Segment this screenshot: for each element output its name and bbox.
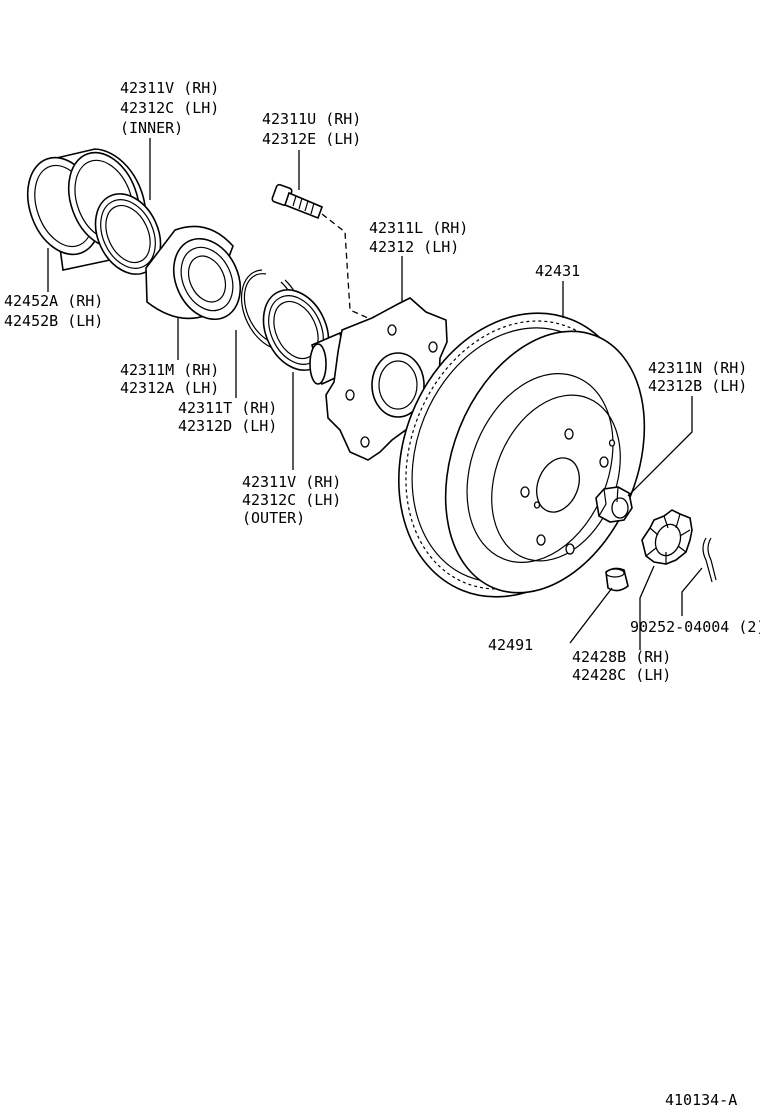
callout-hub-line1: 42311L (RH)	[369, 219, 468, 237]
callout-nut-line2: 42312B (LH)	[648, 377, 747, 395]
callout-grease-cap: 42491	[488, 636, 533, 654]
callout-nut: 42311N (RH) 42312B (LH)	[648, 359, 747, 395]
callout-dust-cover-line2: 42452B (LH)	[4, 312, 103, 330]
cotter-pin-part	[702, 537, 717, 583]
callout-bearing-outer-line3: (OUTER)	[242, 509, 305, 527]
callout-bearing-inner-line1: 42311V (RH)	[120, 79, 219, 97]
hub-bolt-part	[271, 183, 324, 220]
callout-cotter-pin: 90252-04004 (2)	[630, 618, 760, 636]
callout-bearing: 42311M (RH) 42312A (LH)	[120, 361, 219, 397]
callout-bolt: 42311U (RH) 42312E (LH)	[262, 110, 361, 148]
callout-lock-cap: 42428B (RH) 42428C (LH)	[572, 648, 671, 684]
callout-bearing-line1: 42311M (RH)	[120, 361, 219, 379]
callout-cotter-pin-line1: 90252-04004 (2)	[630, 618, 760, 636]
callout-hub: 42311L (RH) 42312 (LH)	[369, 219, 468, 256]
figure-id: 410134-A	[665, 1091, 737, 1109]
callout-bearing-outer-line2: 42312C (LH)	[242, 491, 341, 509]
callout-grease-cap-line1: 42491	[488, 636, 533, 654]
callout-bolt-line2: 42312E (LH)	[262, 130, 361, 148]
callout-lock-cap-line1: 42428B (RH)	[572, 648, 671, 666]
callout-bolt-line1: 42311U (RH)	[262, 110, 361, 128]
callout-snap-ring: 42311T (RH) 42312D (LH)	[178, 399, 277, 435]
callout-bearing-line2: 42312A (LH)	[120, 379, 219, 397]
hub-nut-part	[595, 486, 633, 523]
callout-bearing-outer-line1: 42311V (RH)	[242, 473, 341, 491]
leader-lines	[47, 138, 703, 650]
bearing-part	[145, 225, 242, 321]
bolt-path-dashed-line	[321, 213, 369, 319]
callout-dust-cover: 42452A (RH) 42452B (LH)	[4, 292, 103, 330]
callout-hub-line2: 42312 (LH)	[369, 238, 459, 256]
grease-cap-part	[605, 567, 629, 592]
lock-cap-part	[641, 509, 693, 565]
callout-rotor: 42431	[535, 262, 580, 280]
callout-bearing-inner-line3: (INNER)	[120, 119, 183, 137]
disc-rotor-part	[398, 312, 646, 598]
callout-bearing-inner: 42311V (RH) 42312C (LH) (INNER)	[120, 79, 219, 137]
callout-dust-cover-line1: 42452A (RH)	[4, 292, 103, 310]
callout-nut-line1: 42311N (RH)	[648, 359, 747, 377]
callout-rotor-line1: 42431	[535, 262, 580, 280]
callout-bearing-outer: 42311V (RH) 42312C (LH) (OUTER)	[242, 473, 341, 527]
inner-oil-seal-part	[94, 193, 162, 275]
callout-snap-ring-line1: 42311T (RH)	[178, 399, 277, 417]
callout-snap-ring-line2: 42312D (LH)	[178, 417, 277, 435]
callout-lock-cap-line2: 42428C (LH)	[572, 666, 671, 684]
callout-bearing-inner-line2: 42312C (LH)	[120, 99, 219, 117]
